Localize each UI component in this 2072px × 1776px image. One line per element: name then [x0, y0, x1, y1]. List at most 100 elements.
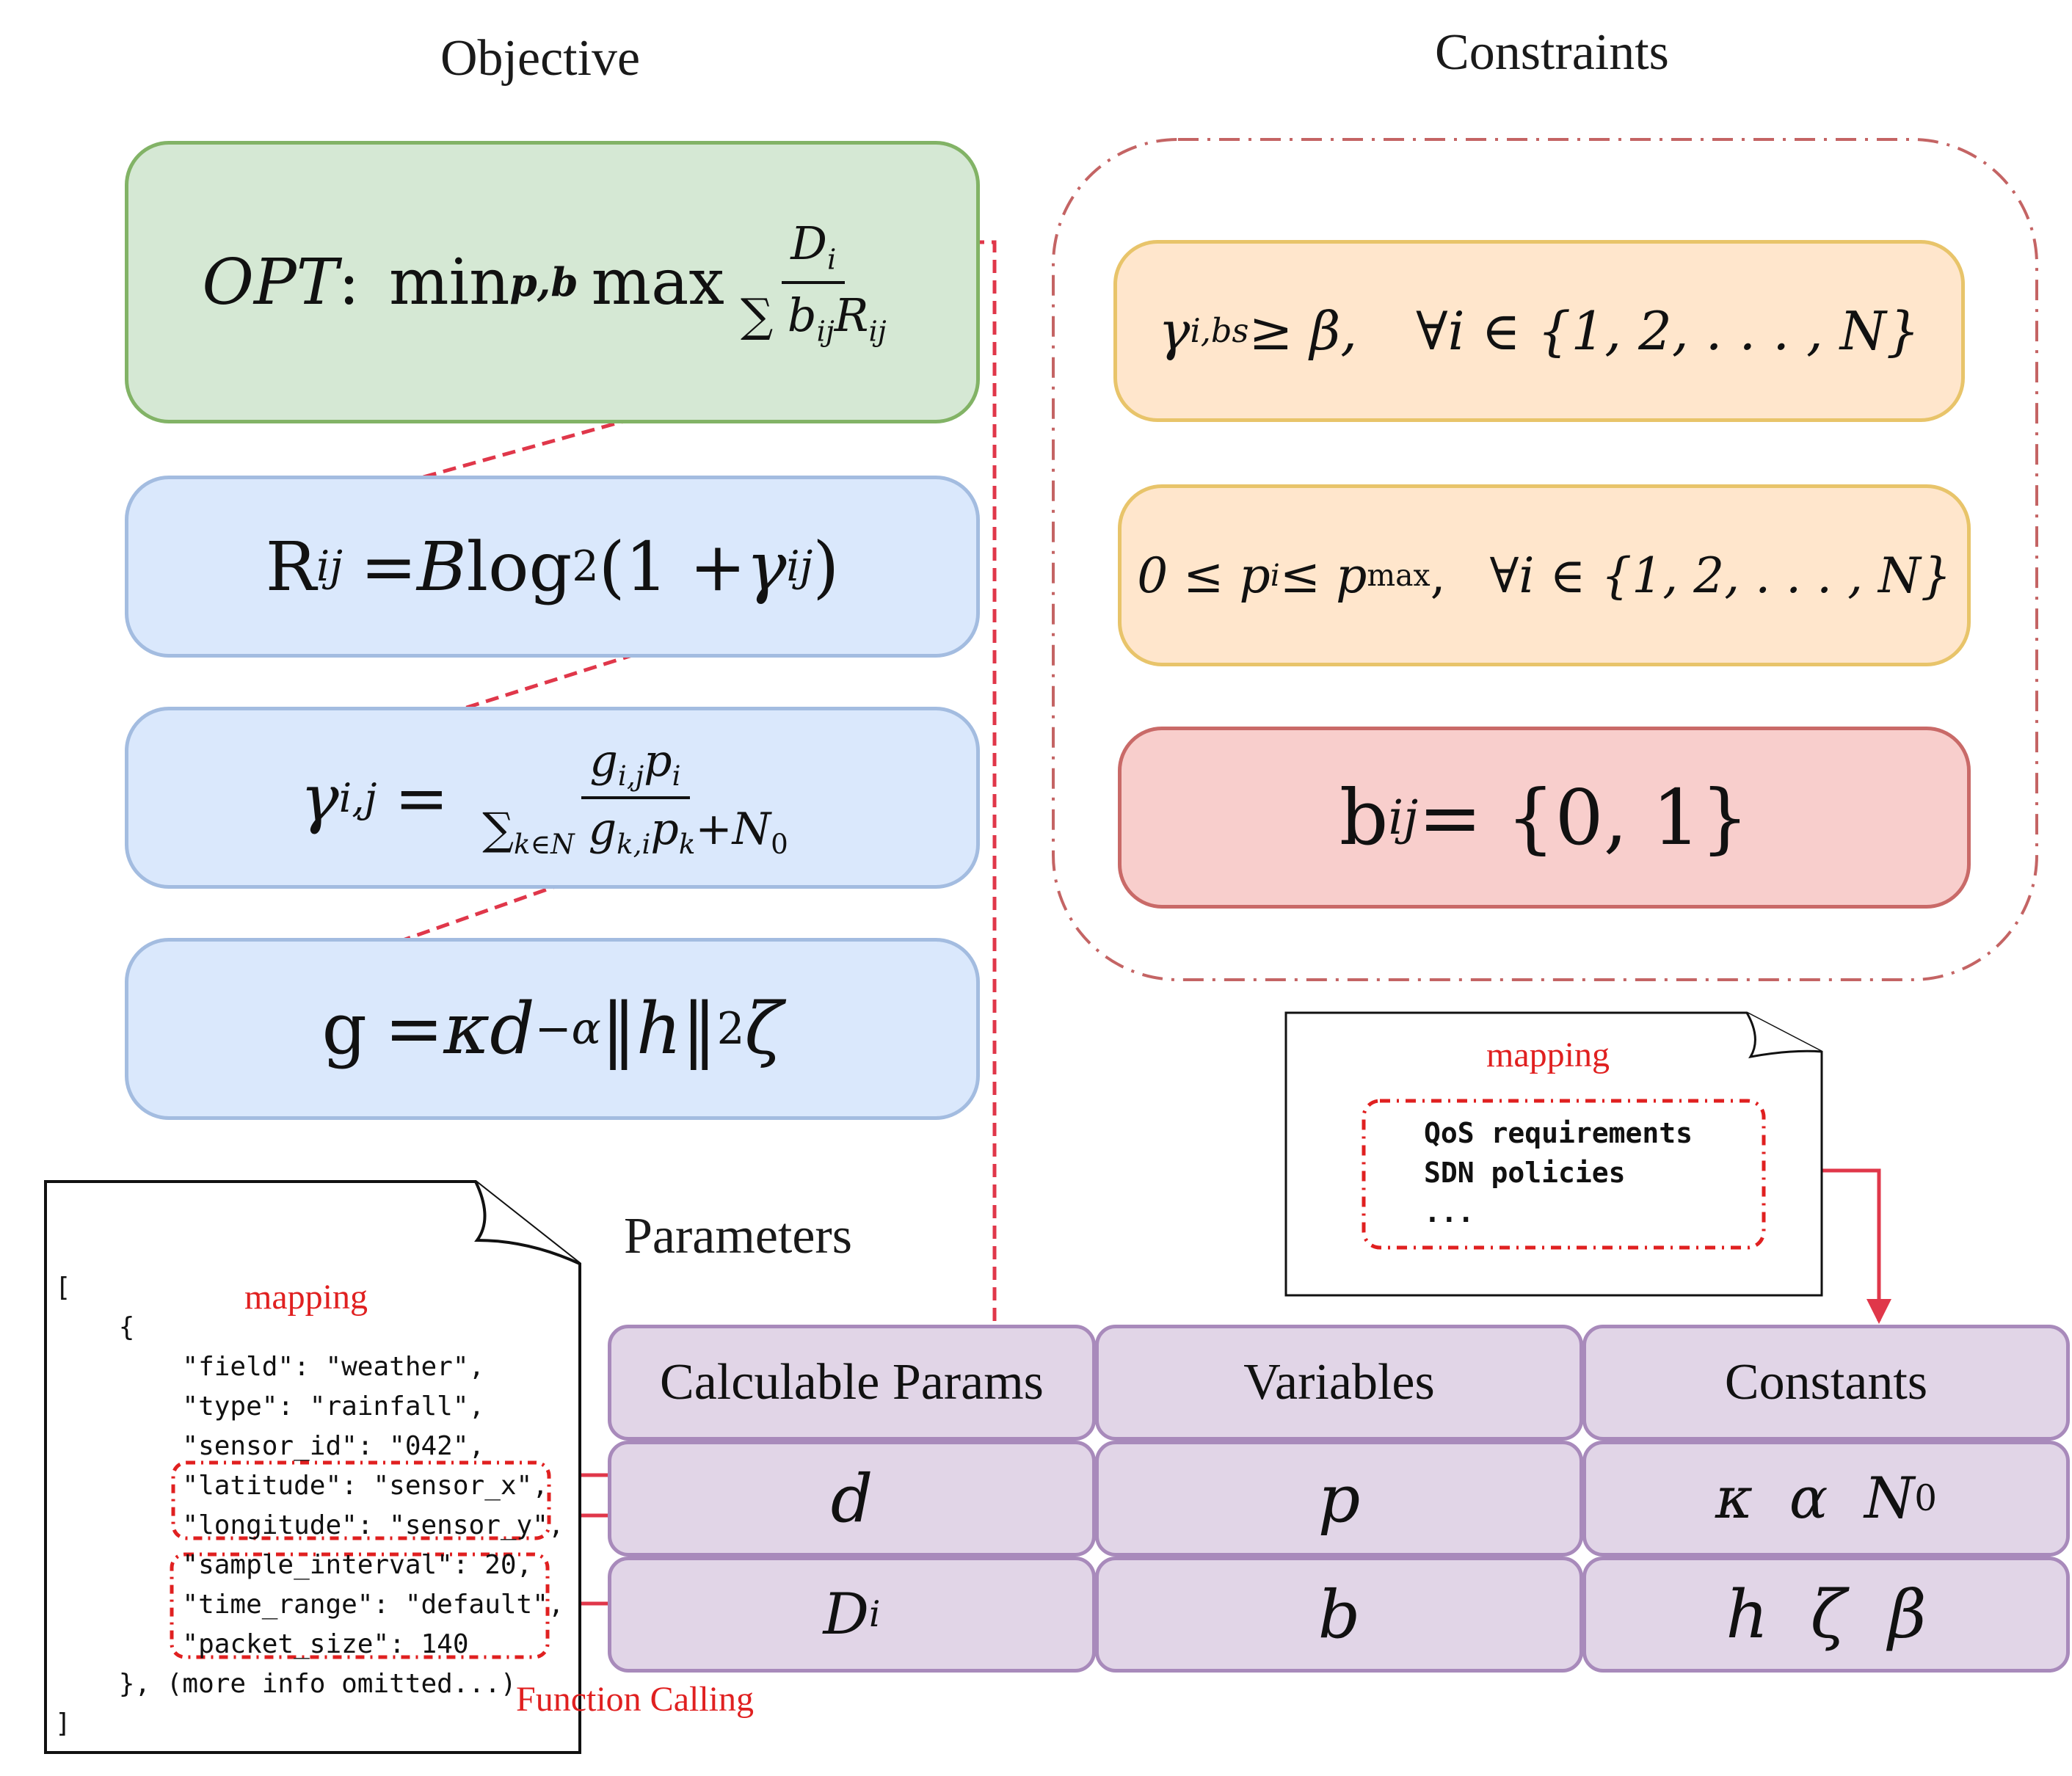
qos-mapping-label: mapping [1486, 1036, 1610, 1074]
gain-norm-exp: 2 [716, 1003, 745, 1055]
rate-bandwidth: B [417, 527, 467, 606]
constraint-sinr-beta: ≥ β, [1248, 300, 1358, 362]
constants-n0-sub: 0 [1914, 1478, 1938, 1519]
constraint-power-upper: ≤ p [1279, 547, 1367, 604]
json-lines: [ { "field": "weather", "type": "rainfal… [55, 1268, 564, 1744]
sinr-num-g: g [589, 735, 618, 787]
json-line-11: }, (more info omitted...) [55, 1669, 517, 1699]
json-line-4: "type": "rainfall", [55, 1391, 485, 1422]
constraint-binary-set: = {0, 1} [1418, 773, 1750, 862]
json-line-7: "longitude": "sensor_y", [55, 1510, 564, 1540]
constraint-sinr-gamma-sub: i,bs [1190, 312, 1249, 350]
gain-lhs: g [321, 988, 367, 1070]
rate-log: log [466, 527, 572, 606]
header-variables: Variables [1095, 1325, 1583, 1441]
json-line-10: "packet_size": 140 [55, 1629, 469, 1659]
objective-numerator-sub: i [827, 243, 837, 277]
json-line-5: "sensor_id": "042", [55, 1431, 485, 1461]
json-line-8: "sample_interval": 20, [55, 1550, 533, 1580]
rate-lhs: R [265, 527, 317, 606]
qos-line-3: ... [1424, 1196, 1475, 1229]
rate-lhs-sub: ij [316, 542, 343, 591]
constraint-power-forall: ∀i ∈ {1, 2, . . . , N} [1489, 547, 1952, 604]
opt-colon: : [338, 245, 360, 319]
json-line-12: ] [55, 1708, 71, 1739]
objective-denominator-tail-sub: ij [868, 314, 887, 348]
json-line-3: "field": "weather", [55, 1352, 485, 1382]
constraint-power-lower-sub: i [1270, 558, 1280, 593]
di-sub: i [869, 1594, 881, 1635]
sinr-den-sum-sub: k∈N [514, 828, 575, 860]
cell-binary-b: b [1095, 1557, 1583, 1673]
sinr-den-noise-sub: 0 [771, 828, 788, 860]
min-sub: p,b [509, 259, 578, 305]
header-constants: Constants [1582, 1325, 2070, 1441]
constraint-power-lower: 0 ≤ p [1137, 547, 1271, 604]
di-letter: D [823, 1582, 870, 1648]
json-dashed-box-params [170, 1552, 550, 1659]
constraint-sinr-forall: ∀i ∈ {1, 2, . . . , N} [1416, 300, 1920, 362]
opt-label: OPT [202, 245, 339, 319]
sinr-den-sum: ∑ [482, 804, 515, 855]
objective-title: Objective [440, 30, 641, 87]
max-word: max [591, 245, 724, 319]
sinr-den-p: p [650, 804, 679, 855]
gain-norm-h: ‖h‖ [600, 988, 717, 1070]
constraint-power-upper-sub: max [1367, 558, 1431, 593]
json-line-1: [ [55, 1273, 71, 1303]
cell-distance-d: d [608, 1441, 1096, 1557]
function-calling-label: Function Calling [516, 1680, 754, 1719]
sinr-num-p-sub: i [672, 760, 681, 792]
rate-paren: (1 + [598, 527, 746, 606]
rate-gamma: γ [746, 527, 787, 606]
json-line-9: "time_range": "default", [55, 1590, 564, 1620]
gain-zeta: ζ [744, 988, 783, 1070]
objective-denominator-tail: R [834, 288, 869, 342]
json-line-6: "latitude": "sensor_x", [55, 1471, 548, 1501]
sinr-den-g: g [574, 804, 617, 855]
sinr-fraction: gi,jpi ∑k∈N gk,ipk+N0 [473, 735, 797, 860]
constants-kappa-alpha-n: κ α N [1715, 1466, 1915, 1532]
sinr-eq: = [394, 760, 449, 836]
sinr-num-g-sub: i,j [617, 760, 644, 792]
json-mapping-label: mapping [244, 1278, 368, 1317]
qos-line-2: SDN policies [1424, 1157, 1626, 1189]
min-word: min [389, 245, 510, 319]
constraint-binary-b-sub: ij [1388, 790, 1419, 845]
cell-constants-h-zeta-beta: h ζ β [1582, 1557, 2070, 1673]
qos-doc-outline [1284, 1011, 1823, 1297]
json-line-2: { [55, 1312, 135, 1342]
qos-lines: QoS requirements SDN policies ... [1424, 1113, 1693, 1232]
qos-line-1: QoS requirements [1424, 1117, 1693, 1149]
header-calculable-params: Calculable Params [608, 1325, 1096, 1441]
gain-equation-box: g = κd−α ‖h‖2 ζ [125, 938, 980, 1120]
parameters-title: Parameters [624, 1208, 852, 1264]
constraint-binary-b: b [1339, 773, 1389, 862]
gain-kappa-d: κd [443, 988, 535, 1070]
sinr-num-p: p [644, 735, 672, 787]
rate-eq: = [360, 527, 418, 606]
objective-fraction: Di ∑ bijRij [732, 216, 895, 348]
objective-denominator: ∑ b [740, 288, 817, 342]
gain-eq: = [384, 988, 444, 1070]
sinr-den-g-sub: k,i [617, 828, 651, 860]
objective-numerator: D [790, 216, 828, 271]
qos-dashed-box [1362, 1099, 1766, 1250]
constraints-title: Constraints [1435, 24, 1669, 81]
sinr-lhs: γ [300, 760, 339, 836]
json-doc-outline [44, 1180, 581, 1754]
constraint-power-comma: , [1430, 547, 1446, 604]
rate-close-paren: ) [813, 527, 840, 606]
sinr-den-noise: +N [695, 804, 771, 855]
json-dashed-box-coords [171, 1460, 551, 1540]
cell-power-p: p [1095, 1441, 1583, 1557]
sinr-den-p-sub: k [678, 828, 696, 860]
